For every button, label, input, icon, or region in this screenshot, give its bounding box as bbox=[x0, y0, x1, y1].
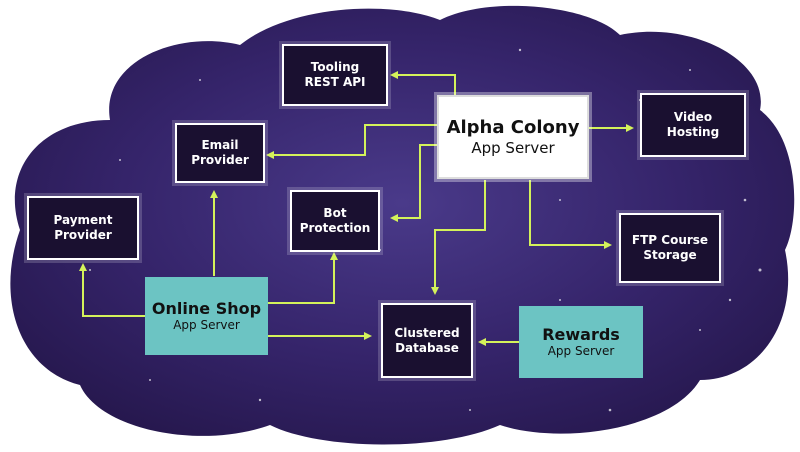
bot-protection-node[interactable]: Bot Protection bbox=[290, 190, 380, 252]
connector-alpha-email bbox=[266, 124, 437, 159]
online-shop-node[interactable]: Online Shop App Server bbox=[145, 277, 268, 355]
db-label-2: Database bbox=[395, 340, 459, 355]
stars bbox=[89, 48, 762, 412]
alpha-colony-node[interactable]: Alpha Colony App Server bbox=[437, 95, 589, 179]
tooling-rest-api-node[interactable]: Tooling REST API bbox=[282, 44, 388, 106]
rewards-label-1: Rewards bbox=[542, 325, 620, 344]
shop-label-2: App Server bbox=[173, 318, 240, 332]
email-provider-node[interactable]: Email Provider bbox=[175, 123, 265, 183]
connector-alpha-db bbox=[431, 180, 486, 295]
alpha-label-2: App Server bbox=[471, 138, 555, 157]
ftp-label-1: FTP Course bbox=[631, 233, 709, 247]
clustered-database-node[interactable]: Clustered Database bbox=[381, 303, 473, 378]
connector-alpha-tooling bbox=[390, 71, 456, 95]
bot-label-2: Protection bbox=[299, 221, 371, 235]
rewards-label-2: App Server bbox=[547, 344, 615, 358]
video-label-1: Video bbox=[673, 110, 713, 124]
connector-shop-payment bbox=[79, 263, 145, 317]
alpha-label-1: Alpha Colony bbox=[446, 116, 580, 138]
video-hosting-node[interactable]: Video Hosting bbox=[640, 93, 746, 157]
connectors bbox=[79, 71, 634, 346]
email-label-2: Provider bbox=[191, 153, 249, 167]
tooling-label-1: Tooling bbox=[310, 60, 360, 74]
payment-label-2: Provider bbox=[54, 228, 112, 242]
payment-provider-node[interactable]: Payment Provider bbox=[27, 196, 139, 260]
payment-label-1: Payment bbox=[53, 213, 113, 227]
email-label-1: Email bbox=[201, 138, 239, 152]
connector-shop-bot bbox=[268, 252, 338, 304]
bot-label-1: Bot bbox=[323, 206, 347, 220]
db-label-1: Clustered bbox=[394, 325, 460, 340]
video-label-2: Hosting bbox=[666, 125, 720, 139]
ftp-label-2: Storage bbox=[643, 248, 697, 262]
ftp-course-storage-node[interactable]: FTP Course Storage bbox=[619, 213, 721, 283]
rewards-node[interactable]: Rewards App Server bbox=[519, 306, 643, 378]
connector-alpha-ftp bbox=[529, 180, 612, 249]
tooling-label-2: REST API bbox=[304, 75, 366, 89]
shop-label-1: Online Shop bbox=[151, 299, 262, 318]
connector-alpha-bot bbox=[390, 144, 437, 222]
